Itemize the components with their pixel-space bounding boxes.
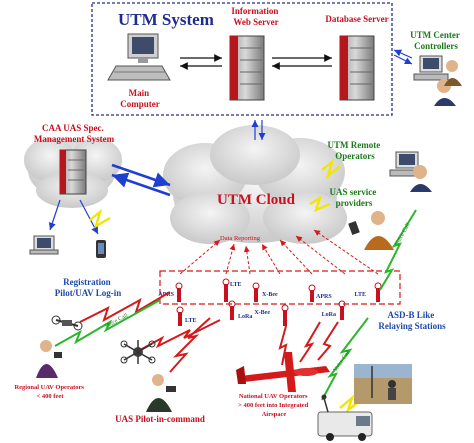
voice-call-label-right: Voice Call (394, 222, 411, 247)
tower-lora-1-label: LoRa (238, 314, 252, 320)
red-link-plane-3 (317, 321, 339, 361)
tower-lte-3-label: LTE (185, 318, 196, 324)
remote-operator-link (321, 158, 341, 180)
tower-lte-3-icon (176, 306, 184, 326)
utm-remote-operators-label: UTM Remote Operators (328, 140, 383, 161)
information-web-server-label: Information Web Server (231, 6, 280, 27)
fixed-wing-uav-icon (236, 352, 330, 392)
utm-system-box (91, 2, 393, 116)
uas-service-providers-label: UAS service providers (330, 187, 379, 208)
database-server-icon (339, 35, 375, 101)
information-web-server-icon (229, 35, 265, 101)
green-link-van (321, 317, 369, 401)
registration-phone-icon (96, 240, 106, 258)
data-reporting-label: Data Reporting (220, 235, 261, 242)
regional-operators-label: Regional UAV Operators < 400 feet (14, 384, 85, 400)
main-computer-icon (107, 33, 171, 81)
utm-system-title: UTM System (118, 10, 214, 29)
utm-center-controllers-label: UTM Center Controllers (410, 30, 462, 51)
tower-aprs-2-label: APRS (316, 294, 332, 300)
ground-control-van-icon (317, 394, 373, 441)
arrow-controllers-to-utm (393, 49, 413, 59)
utm-cloud-label: UTM Cloud (217, 192, 296, 208)
service-provider-link (309, 195, 331, 213)
registration-laptop-icon (29, 235, 59, 255)
tower-lte-1-label: LTE (230, 282, 241, 288)
tower-xbee-2-label: X-Bee (254, 310, 270, 316)
tower-xbee-1-label: X-Bee (262, 292, 278, 298)
small-drone-icon (51, 315, 83, 331)
regional-operator-person-icon (36, 340, 62, 378)
database-server-label: Database Server (325, 14, 388, 24)
red-link-plane-1 (278, 325, 288, 366)
arrow-caa-to-cloud (111, 163, 171, 188)
tower-lte-1-icon (222, 278, 230, 302)
arrow-cloud-to-caa (111, 172, 171, 197)
tower-xbee-2-icon (281, 304, 289, 326)
tower-lora-2-label: LoRa (322, 312, 336, 318)
tower-lora-2-icon (338, 300, 346, 320)
adsb-stations-label: ASD-B Like Relaying Stations (378, 310, 446, 331)
tower-aprs-2-icon (308, 284, 316, 302)
tower-lte-2-label: LTE (355, 292, 366, 298)
center-controller-workstation-icon (413, 55, 462, 106)
national-operators-label: National UAV Operators > 400 feet into I… (238, 393, 310, 418)
arrow-caa-to-phone (79, 199, 99, 235)
data-reporting-arrows (179, 229, 379, 275)
pilot-in-command-person-icon (146, 374, 176, 412)
pilot-in-command-label: UAS Pilot-in-command (115, 414, 205, 424)
red-link-hexacopter (139, 319, 221, 351)
tower-xbee-1-icon (252, 282, 260, 302)
red-link-plane-2 (299, 321, 321, 363)
arrow-utm-to-controllers (393, 54, 413, 65)
main-computer-label: Main Computer (120, 88, 160, 109)
arrow-caa-to-laptop (48, 199, 61, 231)
red-link-left-drone (79, 291, 171, 323)
registration-label: Registration Pilot/UAV Log-in (55, 277, 121, 298)
ground-station-photo (354, 364, 412, 404)
caa-system-label: CAA UAS Spec. Management System (34, 123, 115, 144)
green-link-right (379, 209, 417, 291)
hexacopter-icon (120, 340, 156, 364)
voice-call-label-left: Voice Call (104, 313, 129, 330)
green-link-left (54, 299, 161, 347)
tower-lora-1-icon (228, 300, 236, 320)
remote-operator-workstation-icon (389, 151, 432, 192)
caa-server-icon (59, 149, 87, 195)
relaying-stations-box (159, 270, 401, 305)
service-provider-person-icon (348, 211, 394, 250)
red-link-pilot (169, 317, 211, 373)
utm-cloud-shape (163, 125, 347, 244)
caa-yellow-link (89, 208, 111, 229)
tower-lte-2-icon (374, 282, 382, 302)
tower-aprs-1-icon (175, 282, 183, 302)
